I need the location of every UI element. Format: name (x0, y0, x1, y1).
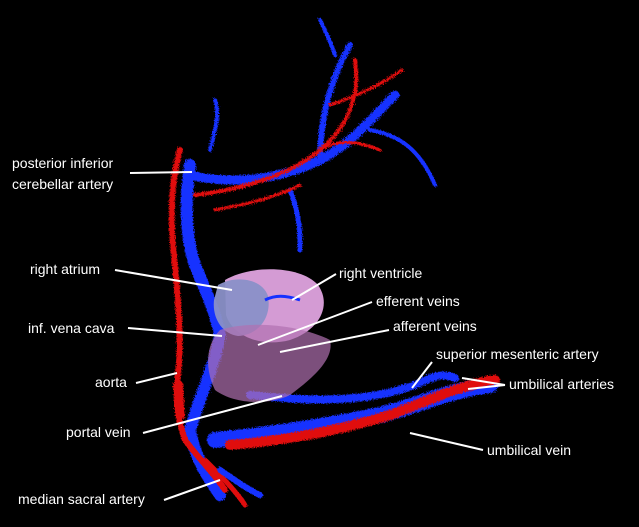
right-atrium-shape (213, 279, 269, 336)
label-median-sacral-artery: median sacral artery (18, 491, 145, 507)
umbilical-artery-vessel (225, 375, 500, 450)
aorta-vessel (168, 147, 228, 493)
cerebral-vein-branch-4 (287, 187, 303, 253)
annotation-right-atrium: right atrium (30, 261, 233, 291)
label-umbilical-arteries: umbilical arteries (509, 376, 614, 392)
label-right-ventricle: right ventricle (339, 265, 422, 281)
annotation-afferent-veins: afferent veins (279, 318, 477, 353)
label-superior-mesenteric-artery: superior mesenteric artery (436, 346, 599, 362)
annotation-portal-vein: portal vein (66, 395, 283, 440)
leader-umbilical-arteries-b (467, 384, 506, 390)
annotation-superior-mesenteric-artery: superior mesenteric artery (411, 346, 599, 389)
annotation-efferent-veins: efferent veins (257, 293, 460, 346)
leader-median-sacral-artery (163, 479, 221, 501)
leader-aorta (135, 372, 178, 384)
label-efferent-veins: efferent veins (376, 293, 460, 309)
leader-right-ventricle (291, 273, 337, 301)
label-pica-line1: posterior inferior (12, 155, 113, 171)
label-pica-line2: cerebellar artery (12, 176, 113, 192)
label-aorta: aorta (95, 374, 127, 390)
cerebral-artery-branch-1 (328, 68, 404, 107)
label-right-atrium: right atrium (30, 261, 100, 277)
label-afferent-veins: afferent veins (393, 318, 477, 334)
cerebral-artery-branch-3 (213, 183, 302, 212)
atrium-vessel-crossing (264, 294, 301, 302)
leader-superior-mesenteric-artery (411, 361, 433, 389)
aorta-bulge (173, 380, 185, 420)
cerebral-artery-branch-2 (318, 141, 382, 152)
cerebral-vein-branch-5 (208, 98, 220, 152)
liver-vessel-mesh (208, 324, 331, 402)
annotation-right-ventricle: right ventricle (291, 265, 422, 301)
leader-right-atrium (114, 269, 233, 291)
leader-portal-vein (142, 395, 283, 434)
annotation-aorta: aorta (95, 372, 178, 390)
annotation-umbilical-arteries: umbilical arteries (461, 376, 614, 392)
cerebral-vein-branch-2 (318, 18, 337, 57)
leader-inf-vena-cava (127, 327, 223, 337)
mesenteric-vessel (246, 371, 459, 404)
sacral-artery-tail (202, 457, 248, 508)
annotation-umbilical-vein: umbilical vein (409, 432, 571, 458)
label-inf-vena-cava: inf. vena cava (28, 320, 115, 336)
leader-afferent-veins (279, 329, 390, 353)
label-umbilical-vein: umbilical vein (487, 442, 571, 458)
annotation-inf-vena-cava: inf. vena cava (28, 320, 223, 337)
sacral-vein-tail (217, 467, 263, 498)
annotation-median-sacral-artery: median sacral artery (18, 479, 221, 507)
leader-pica (129, 171, 193, 174)
annotation-pica: posterior inferior cerebellar artery (12, 155, 193, 192)
organs (208, 269, 331, 402)
label-portal-vein: portal vein (66, 424, 131, 440)
cerebral-vein-branch-3 (368, 128, 437, 187)
leader-umbilical-arteries-a (461, 377, 506, 386)
cerebral-vein-branch-1 (317, 42, 353, 163)
leader-efferent-veins (257, 301, 373, 346)
leader-umbilical-vein (409, 432, 484, 451)
